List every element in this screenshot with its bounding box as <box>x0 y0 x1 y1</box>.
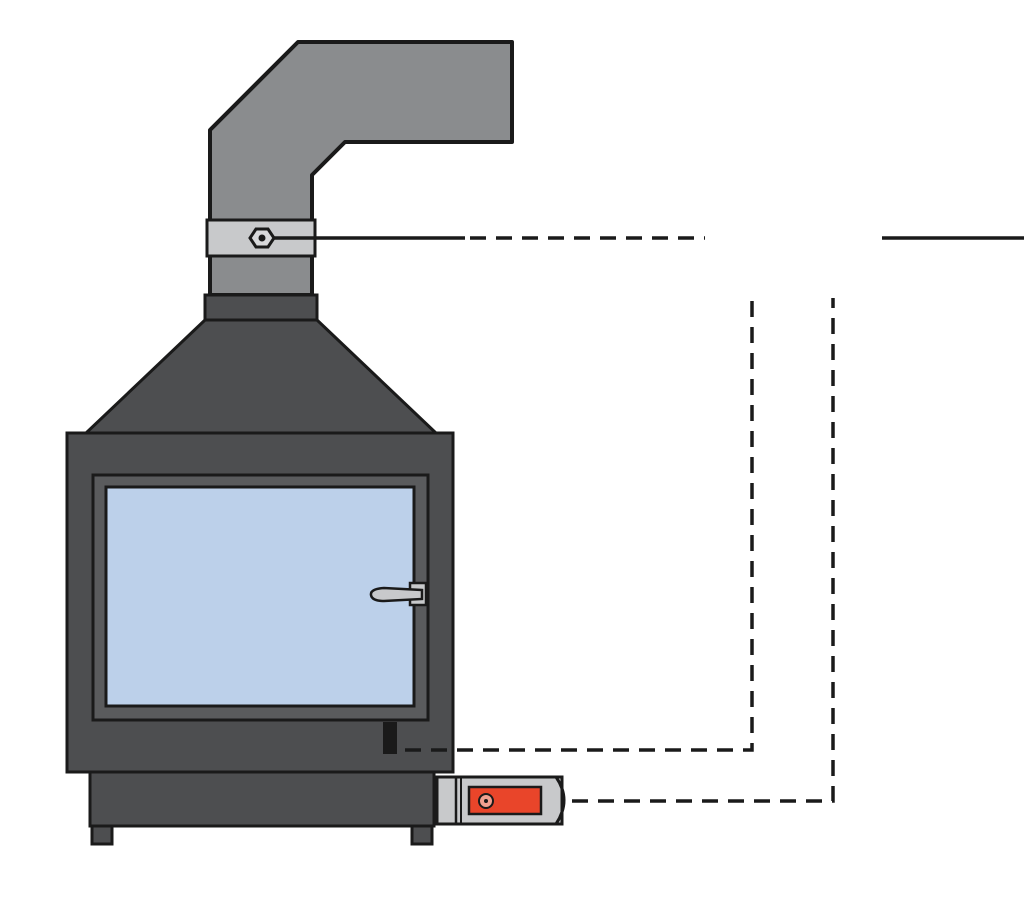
sensor-center <box>258 234 266 242</box>
stove-neck <box>203 293 319 322</box>
glass-door <box>104 485 416 708</box>
stove-hood <box>83 318 439 436</box>
damper-end-cap <box>554 776 566 825</box>
handle-icon <box>369 586 424 603</box>
damper-knob-center <box>484 799 488 803</box>
stove-foot-right <box>410 824 434 846</box>
damper-line-dashed <box>572 298 835 803</box>
stove-base <box>88 770 436 828</box>
switch-icon <box>383 722 397 754</box>
stove-foot-left <box>90 824 114 846</box>
damper-icon <box>435 775 566 826</box>
switch-line-dashed <box>405 298 754 752</box>
